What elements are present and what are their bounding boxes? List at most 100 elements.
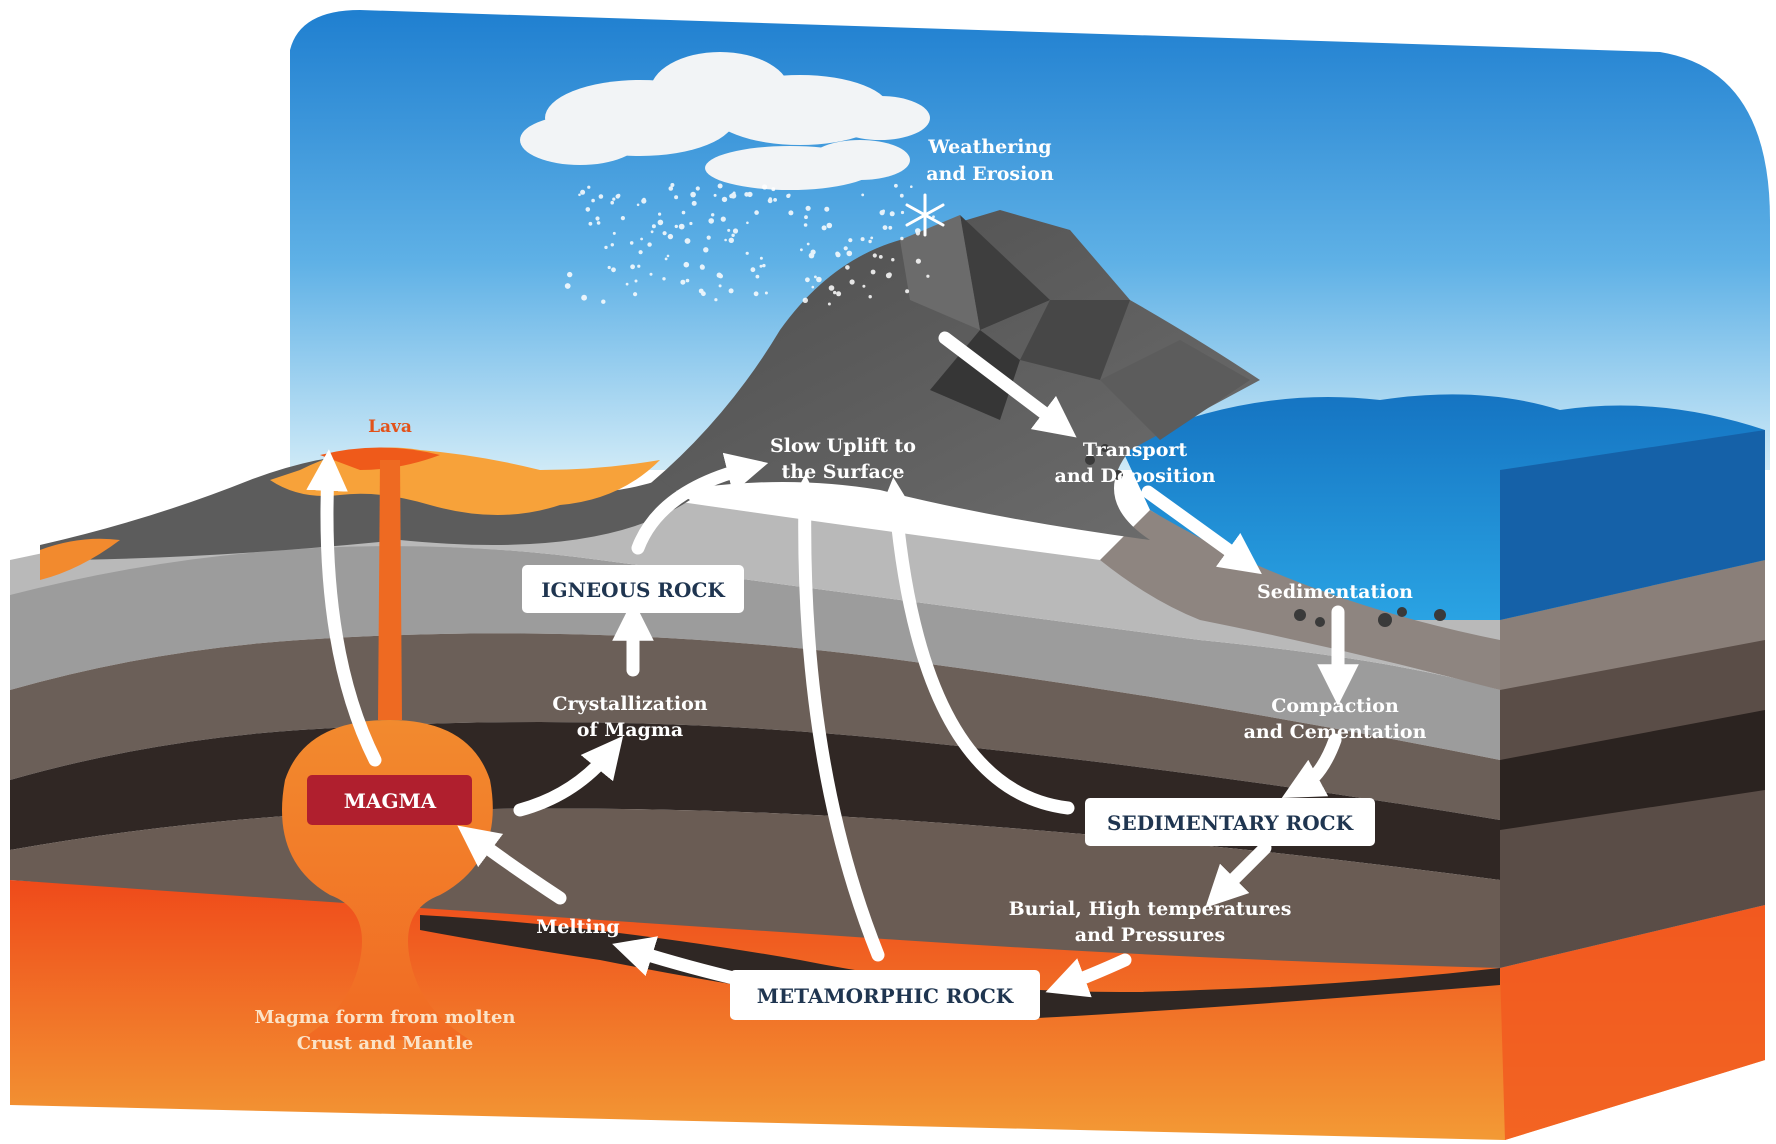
rain-drop	[664, 257, 668, 261]
uplift-label-line2: the Surface	[782, 461, 905, 483]
rain-drop	[636, 203, 640, 207]
magma-conduit	[378, 460, 402, 720]
rain-drop	[915, 258, 922, 264]
rain-drop	[691, 200, 697, 206]
rain-drop	[860, 237, 865, 242]
rain-drop	[620, 216, 626, 221]
rain-drop	[718, 284, 722, 288]
rain-drop	[764, 291, 768, 295]
mountain-facet-1	[960, 215, 1050, 330]
rain-drop	[674, 195, 679, 200]
rain-drop	[862, 284, 866, 288]
sediment-pebbles	[1085, 444, 1446, 627]
rain-drop	[773, 198, 777, 202]
rain-drop	[657, 219, 664, 226]
rain-drop	[685, 278, 690, 283]
sedimentary-rock-label: SEDIMENTARY ROCK	[1107, 811, 1354, 835]
lava-label: Lava	[368, 417, 412, 437]
rain-drop	[759, 264, 763, 268]
burial-label-line1: Burial, High temperatures	[1009, 898, 1292, 920]
rain-drop	[762, 184, 768, 190]
rain-drop	[662, 277, 666, 281]
rain-drop	[713, 193, 717, 197]
volcano-cone	[40, 454, 690, 560]
rain-drop	[732, 191, 736, 195]
rain-drop	[638, 250, 643, 255]
mountain-facet-3	[930, 330, 1020, 420]
arrow-compaction-to-sedimentary	[1281, 733, 1342, 798]
rain-drop	[868, 239, 872, 244]
rain-drop	[744, 192, 749, 197]
rain-drop	[658, 212, 662, 216]
rain-drop	[754, 210, 759, 215]
crystallization-label-line1: Crystallization	[552, 693, 707, 715]
magma-source-label-line1: Magma form from molten	[255, 1007, 516, 1028]
arrow-sedimentary-to-burial	[1205, 841, 1272, 908]
rain-drop	[824, 206, 830, 212]
rain-drop	[612, 197, 616, 201]
lava-crater	[320, 447, 440, 470]
rain	[564, 183, 935, 306]
rain-drop	[885, 272, 892, 279]
rain-drop	[724, 238, 727, 242]
rock-layer-dark-2	[420, 915, 1500, 1020]
rain-drop	[695, 186, 700, 191]
rain-drop	[846, 250, 853, 257]
rain-drop	[588, 221, 593, 226]
rain-drop	[803, 223, 808, 227]
arrow-melting-to-magma	[457, 825, 567, 905]
rain-drop	[721, 196, 728, 203]
rain-drop	[604, 245, 608, 250]
arrow-magma-to-crystallization	[513, 735, 624, 817]
weathering-label-line2: and Erosion	[926, 163, 1054, 185]
magma-box: MAGMA	[307, 775, 472, 825]
rain-drop	[926, 274, 930, 278]
rain-drop	[681, 210, 686, 215]
magma-source-label-line2: Crust and Mantle	[297, 1033, 474, 1054]
rain-drop	[811, 285, 815, 289]
rain-drop	[587, 185, 591, 189]
rain-drop	[601, 299, 606, 304]
rain-drop	[872, 253, 877, 258]
rain-drop	[899, 193, 904, 198]
melting-label: Melting	[536, 916, 619, 938]
rain-drop	[800, 248, 803, 252]
arrow-transport-to-sedimentation	[1141, 485, 1262, 575]
rain-drop	[732, 228, 739, 234]
rain-drop	[625, 282, 629, 286]
rain-drop	[674, 224, 678, 229]
rain-drop	[750, 267, 756, 273]
rain-drop	[714, 298, 718, 302]
rain-drop	[889, 211, 895, 217]
rain-drop	[591, 198, 595, 203]
rain-drop	[629, 241, 634, 245]
rain-drop	[882, 209, 885, 213]
arrow-metamorphic-to-uplift	[783, 474, 885, 962]
rain-drop	[728, 237, 734, 243]
rain-drop	[835, 252, 841, 258]
rain-drop	[596, 221, 601, 225]
rain-drop	[706, 235, 711, 240]
arrow-igneous-to-uplift	[631, 452, 769, 555]
arrow-burial-to-metamorphic	[1045, 953, 1132, 998]
transport-label-line2: and Deposition	[1055, 465, 1216, 487]
rain-drop	[581, 294, 587, 301]
mountain-facet-5	[900, 215, 980, 330]
rain-drop	[821, 225, 827, 231]
compaction-label-line2: and Cementation	[1244, 721, 1427, 743]
rain-drop	[578, 193, 581, 197]
rain-drop	[662, 231, 667, 236]
rain-drop	[849, 279, 855, 285]
rain-drop	[640, 237, 643, 241]
rain-drop	[891, 258, 895, 262]
rain-drop	[651, 224, 656, 229]
rain-drop	[649, 272, 653, 276]
rain-drop	[870, 236, 874, 240]
rain-drop	[595, 216, 600, 221]
rain-drop	[731, 233, 735, 237]
rain-drop	[915, 231, 921, 236]
rain-drop	[567, 271, 573, 278]
rain-drop	[828, 285, 835, 291]
